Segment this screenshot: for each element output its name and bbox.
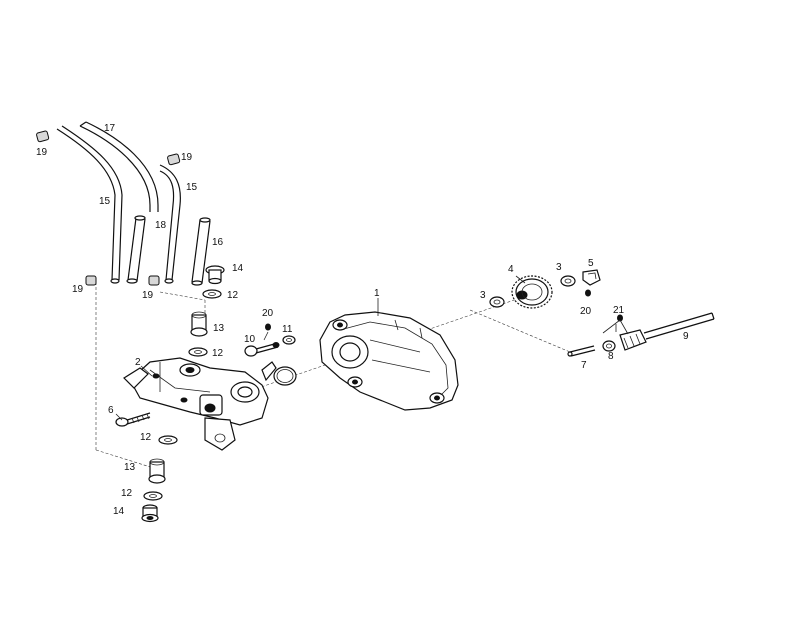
fitting-13-top: [190, 311, 208, 337]
label-19-top-right: 19: [181, 152, 193, 163]
label-20-left: 20: [262, 308, 274, 319]
label-21: 21: [613, 305, 625, 316]
label-13-bottom: 13: [124, 462, 136, 473]
part-labels: 1 2 3 3 4 5 6 7 8 9 10 11 12 12 12 12 13…: [36, 123, 689, 517]
pin-20-left: [265, 323, 271, 331]
fitting-13-bottom: [148, 458, 166, 484]
cover-1: [319, 311, 459, 411]
leader-lines: [115, 275, 617, 421]
label-15-left: 15: [99, 196, 111, 207]
pin-20-right: [585, 289, 591, 297]
label-13-top: 13: [213, 323, 225, 334]
shaft-9: [619, 312, 715, 351]
label-12-lower: 12: [140, 432, 152, 443]
label-7: 7: [581, 360, 587, 371]
hose-16: [191, 217, 211, 286]
label-6: 6: [108, 405, 114, 416]
leader-hose-bottom: [95, 449, 161, 471]
hose-15-right: [159, 164, 181, 284]
label-20-right: 20: [580, 306, 592, 317]
label-17: 17: [104, 123, 116, 134]
banjo-bolt-14-bottom: [141, 504, 159, 523]
label-14-bottom: 14: [113, 506, 125, 517]
label-2: 2: [135, 357, 141, 368]
leader-hose-right: [159, 291, 206, 301]
label-5: 5: [588, 258, 594, 269]
label-3-left: 3: [480, 290, 486, 301]
label-1: 1: [374, 288, 380, 299]
label-16: 16: [212, 237, 224, 248]
axis-line-pin: [469, 309, 571, 353]
label-12-top: 12: [227, 290, 239, 301]
label-18: 18: [155, 220, 167, 231]
washer-12-mid: [188, 347, 208, 357]
oil-pump-2: [123, 357, 277, 451]
label-8: 8: [608, 351, 614, 362]
screw-6: [115, 412, 151, 427]
hose-15-left: [56, 125, 123, 284]
label-19-bottom-mid: 19: [142, 290, 154, 301]
label-10: 10: [244, 334, 256, 345]
label-11: 11: [282, 324, 293, 335]
clip-19-bottom-left: [85, 275, 97, 286]
label-19-top-left: 19: [36, 147, 48, 158]
clip-19-top-left: [36, 130, 50, 143]
gear-4: [511, 275, 553, 309]
washer-3-right: [560, 275, 576, 287]
washer-12-top: [202, 289, 222, 299]
label-9: 9: [683, 331, 689, 342]
o-ring: [273, 366, 297, 386]
pin-21: [602, 314, 629, 335]
washer-12-bottom: [143, 491, 163, 501]
label-15-right: 15: [186, 182, 198, 193]
label-19-bottom-left: 19: [72, 284, 84, 295]
label-12-bottom: 12: [121, 488, 133, 499]
washer-3-left: [489, 296, 505, 308]
clip-19-bottom-mid: [148, 275, 160, 286]
label-12-mid: 12: [212, 348, 224, 359]
washer-8: [602, 340, 616, 352]
label-4: 4: [508, 264, 514, 275]
bolt-10: [244, 342, 280, 357]
banjo-bolt-14-top: [205, 265, 225, 285]
label-3-right: 3: [556, 262, 562, 273]
hose-17: [79, 121, 159, 212]
hose-18: [126, 215, 146, 284]
washer-11: [282, 335, 296, 345]
washer-12-lower: [158, 435, 178, 445]
clip-5: [582, 269, 601, 286]
label-14-top: 14: [232, 263, 244, 274]
pin-7: [567, 345, 596, 357]
clip-19-top-right: [167, 153, 181, 166]
